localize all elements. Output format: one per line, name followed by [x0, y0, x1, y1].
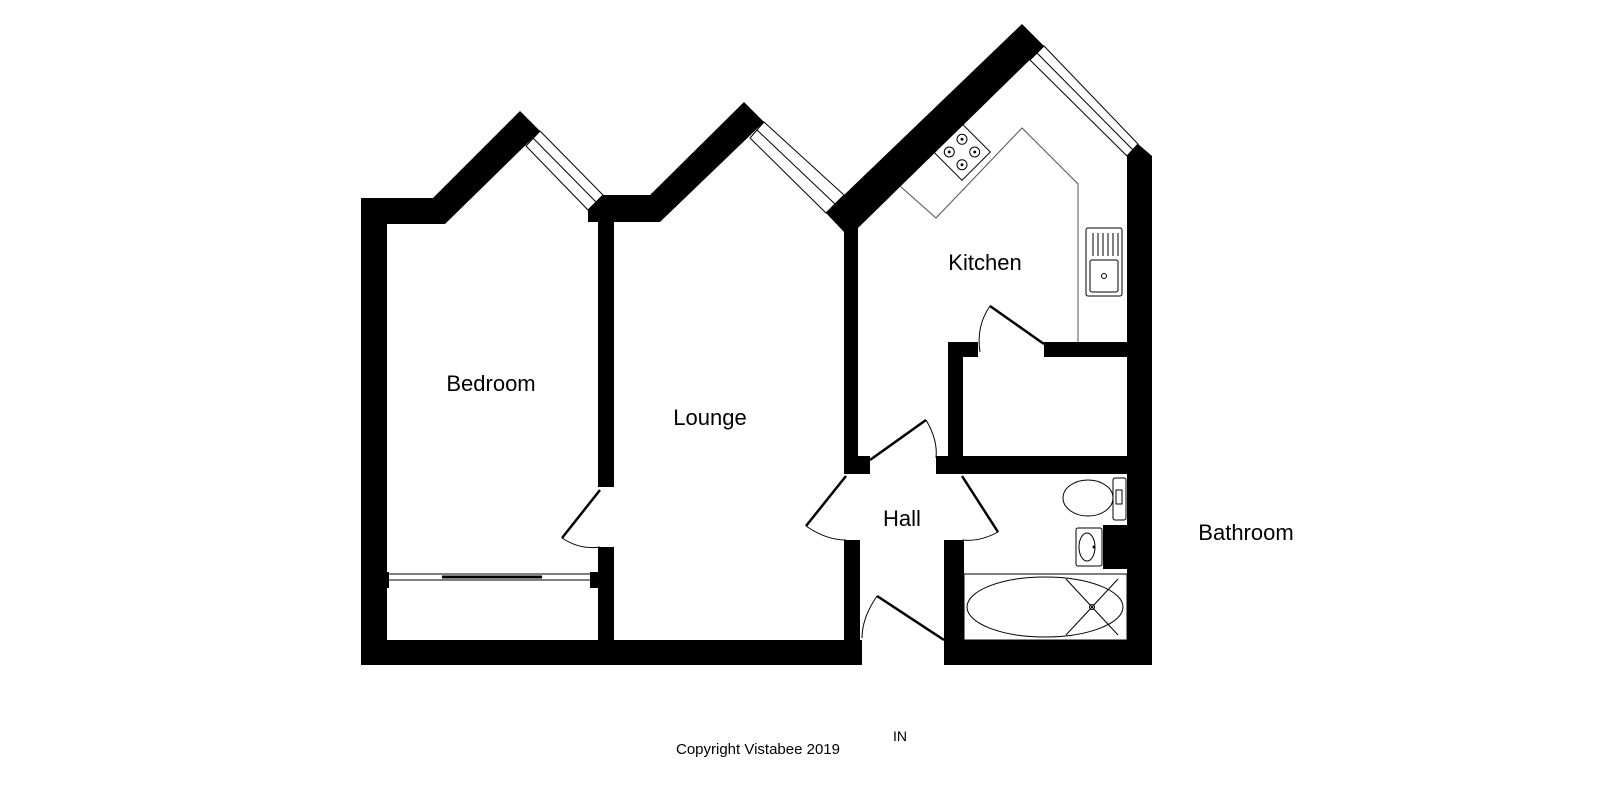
wall-bedroom-top-left — [361, 198, 437, 224]
kitchen-fixtures — [899, 123, 1123, 342]
wall-bathroom-bottom — [944, 640, 1152, 665]
wall-bathroom-pillar — [1103, 525, 1127, 569]
room-label-hall: Hall — [883, 506, 921, 531]
door-hall-bathroom — [960, 475, 1000, 541]
kitchen-sink-icon — [1085, 227, 1123, 297]
entrance-label: IN — [893, 728, 907, 744]
wall-lounge-right-stub — [844, 456, 870, 474]
room-label-bedroom: Bedroom — [446, 371, 535, 396]
door-bedroom-lounge — [561, 489, 601, 549]
wall-bathroom-left — [944, 540, 964, 665]
room-label-bathroom: Bathroom — [1198, 520, 1293, 545]
copyright-text: Copyright Vistabee 2019 — [676, 741, 840, 758]
wall-bedroom-diagonal — [433, 111, 540, 224]
walls — [361, 24, 1152, 665]
door-entrance — [861, 594, 945, 642]
door-kitchen-hall — [869, 418, 937, 462]
wall-bedroom-left — [361, 198, 387, 665]
bathroom-fixtures — [963, 477, 1128, 641]
wall-right-outer — [1127, 156, 1152, 665]
windows — [525, 45, 1139, 214]
door-cupboard — [978, 304, 1045, 353]
wall-lounge-diagonal — [650, 102, 764, 222]
wall-bathroom-top — [936, 456, 1128, 474]
wash-basin-icon — [1075, 527, 1103, 567]
wall-bedroom-lounge-partition — [598, 222, 614, 487]
wall-kitchen-diagonal — [844, 24, 1044, 228]
door-lounge-hall — [805, 475, 847, 541]
room-label-kitchen: Kitchen — [948, 250, 1021, 275]
toilet-icon — [1062, 477, 1127, 521]
doors — [561, 304, 1045, 642]
bedroom-wardrobe — [383, 572, 598, 588]
wall-cupboard-top-right — [1044, 342, 1128, 357]
kitchen-worktop — [899, 127, 1079, 342]
wall-cupboard-left — [948, 342, 963, 474]
room-label-lounge: Lounge — [673, 405, 746, 430]
bathtub-icon — [963, 573, 1128, 641]
wall-lounge-right-lower — [844, 540, 860, 665]
hob-icon — [933, 123, 991, 181]
wall-lounge-right-upper — [844, 222, 858, 474]
wall-bedroom-lounge-partition-lower — [598, 547, 614, 665]
